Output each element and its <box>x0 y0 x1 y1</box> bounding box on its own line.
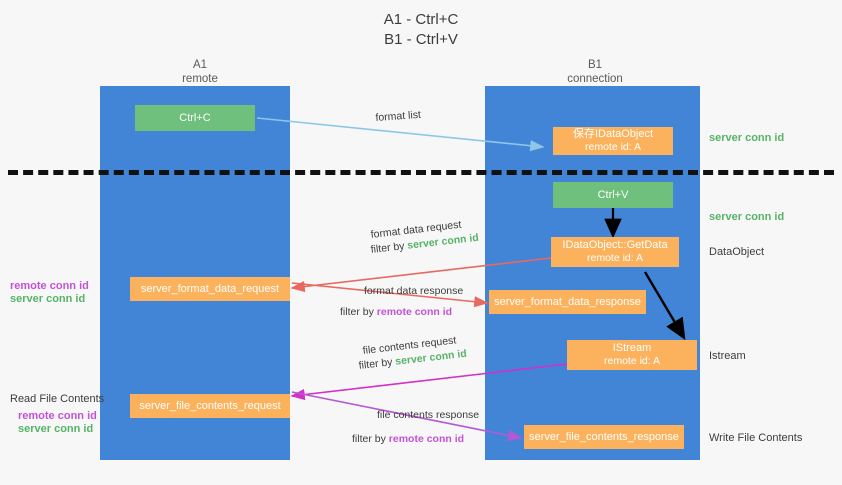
title-line-1: A1 - Ctrl+C <box>383 11 459 28</box>
label-read-file-contents: Read File Contents <box>10 393 105 405</box>
box-idataobject-getdata-line1: IDataObject::GetData <box>562 239 668 251</box>
caption-format-data-response: format data response <box>364 285 464 297</box>
box-server-format-data-response-label: server_format_data_response <box>494 295 641 308</box>
arrow-format-data-request <box>290 257 552 293</box>
box-idataobject-getdata[interactable]: IDataObject::GetData remote id: A <box>551 237 679 267</box>
arrow-format-data-response <box>291 282 489 308</box>
lane-header-a1: A1 remote <box>140 58 260 86</box>
phase-divider <box>8 170 834 175</box>
lane-header-b1-name: B1 <box>587 59 603 71</box>
caption-file-contents-response-filter: filter by remote conn id <box>352 432 464 446</box>
label-format-remote-conn-id: remote conn id <box>10 280 89 292</box>
title-line-2: B1 - Ctrl+V <box>384 31 458 48</box>
lane-header-a1-name: A1 <box>192 59 208 71</box>
label-istream: Istream <box>709 350 746 362</box>
arrow-getdata-to-istream <box>643 271 686 341</box>
label-server-conn-id-mid: server conn id <box>709 211 785 223</box>
box-server-file-contents-response-label: server_file_contents_response <box>529 430 679 443</box>
box-ctrl-c[interactable]: Ctrl+C <box>135 105 255 131</box>
caption-file-contents-response-filter-prefix: filter by <box>352 433 389 445</box>
caption-file-contents-response: file contents response <box>377 409 480 421</box>
box-save-idataobject-line1: 保存IDataObject <box>572 128 654 140</box>
label-write-file-contents: Write File Contents <box>709 432 803 444</box>
label-server-conn-id-top: server conn id <box>709 132 785 144</box>
lane-header-b1: B1 connection <box>530 58 660 86</box>
box-istream-line2: remote id: A <box>603 355 661 367</box>
caption-format-data-response-filter-prefix: filter by <box>340 306 377 318</box>
label-dataobject: DataObject <box>709 246 765 258</box>
box-server-file-contents-request[interactable]: server_file_contents_request <box>130 394 290 418</box>
box-server-file-contents-request-label: server_file_contents_request <box>139 399 281 412</box>
arrow-file-contents-response <box>291 391 523 441</box>
label-file-server-conn-id: server conn id <box>18 423 94 435</box>
box-save-idataobject[interactable]: 保存IDataObject remote id: A <box>553 127 673 155</box>
caption-file-contents-response-filter-value: remote conn id <box>388 433 465 445</box>
caption-format-data-response-filter: filter by remote conn id <box>340 305 452 319</box>
box-ctrl-v-label: Ctrl+V <box>597 188 629 201</box>
box-ctrl-c-label: Ctrl+C <box>179 111 211 124</box>
box-istream-line1: IStream <box>612 342 652 354</box>
box-server-format-data-request[interactable]: server_format_data_request <box>130 277 290 301</box>
arrow-file-contents-request <box>290 363 568 401</box>
lane-header-a1-sub: remote <box>182 73 218 85</box>
box-idataobject-getdata-line2: remote id: A <box>586 252 644 264</box>
label-format-server-conn-id: server conn id <box>10 293 86 305</box>
page-title: A1 - Ctrl+C B1 - Ctrl+V <box>0 10 842 50</box>
lane-header-b1-sub: connection <box>567 73 623 85</box>
box-save-idataobject-line2: remote id: A <box>584 141 642 153</box>
label-file-remote-conn-id: remote conn id <box>18 410 97 422</box>
box-istream[interactable]: IStream remote id: A <box>567 340 697 370</box>
caption-format-data-response-filter-value: remote conn id <box>376 306 453 318</box>
box-server-file-contents-response[interactable]: server_file_contents_response <box>524 425 684 449</box>
arrow-format-list <box>256 117 545 152</box>
box-ctrl-v[interactable]: Ctrl+V <box>553 182 673 208</box>
box-server-format-data-request-label: server_format_data_request <box>140 282 280 295</box>
box-server-format-data-response[interactable]: server_format_data_response <box>489 290 646 314</box>
